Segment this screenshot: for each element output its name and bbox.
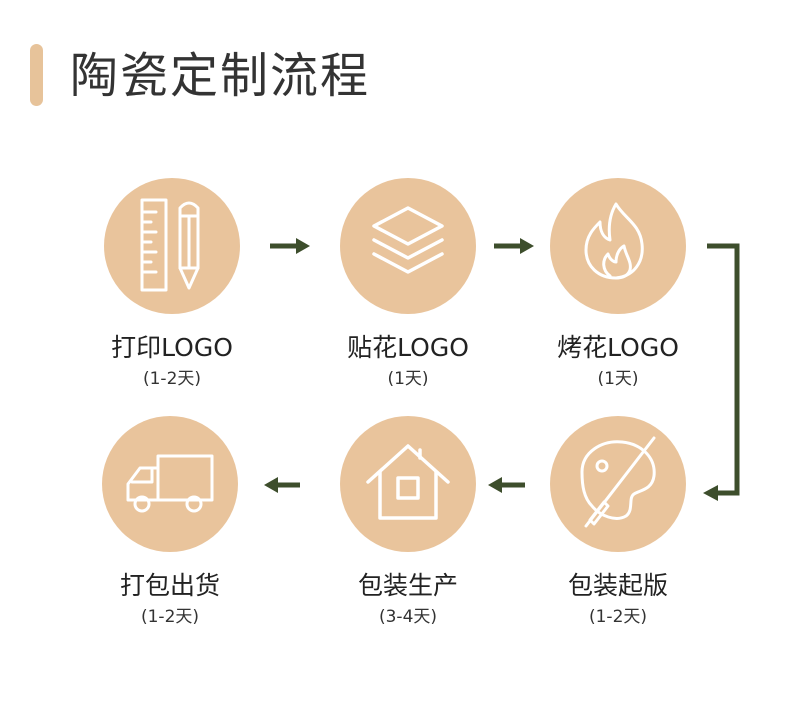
step-duration: (3-4天) xyxy=(378,607,438,627)
step-apply-decal: 贴花LOGO (1天) xyxy=(318,178,498,390)
title-accent-bar xyxy=(30,44,43,106)
layers-icon xyxy=(372,206,444,274)
step-print-logo: 打印LOGO (1-2天) xyxy=(82,178,262,390)
step-duration: (1天) xyxy=(597,369,639,389)
arrow-right-1 xyxy=(270,238,310,254)
step-circle xyxy=(550,178,686,314)
house-icon xyxy=(366,444,450,520)
step-circle xyxy=(340,178,476,314)
delivery-truck-icon xyxy=(126,454,214,513)
page-title: 陶瓷定制流程 xyxy=(70,48,371,104)
step-label: 打包出货 xyxy=(119,571,220,600)
connector-arrow-down xyxy=(703,243,740,501)
arrow-left-2 xyxy=(264,477,300,493)
step-duration: (1-2天) xyxy=(140,607,200,627)
step-circle xyxy=(102,416,238,552)
step-duration: (1天) xyxy=(387,369,429,389)
step-circle xyxy=(340,416,476,552)
step-ship: 打包出货 (1-2天) xyxy=(80,416,260,628)
step-circle xyxy=(104,178,240,314)
step-duration: (1-2天) xyxy=(142,369,202,389)
step-package-sample: 包装起版 (1-2天) xyxy=(528,416,708,628)
step-duration: (1-2天) xyxy=(588,607,648,627)
step-package-production: 包装生产 (3-4天) xyxy=(318,416,498,628)
step-label: 包装生产 xyxy=(357,571,458,600)
step-bake-decal: 烤花LOGO (1天) xyxy=(528,178,708,390)
step-circle xyxy=(550,416,686,552)
step-label: 烤花LOGO xyxy=(557,333,679,362)
flame-icon xyxy=(584,202,644,280)
ruler-pencil-icon xyxy=(140,198,200,292)
step-label: 包装起版 xyxy=(567,571,668,600)
palette-brush-icon xyxy=(580,436,656,528)
step-label: 贴花LOGO xyxy=(347,333,469,362)
step-label: 打印LOGO xyxy=(111,333,233,362)
